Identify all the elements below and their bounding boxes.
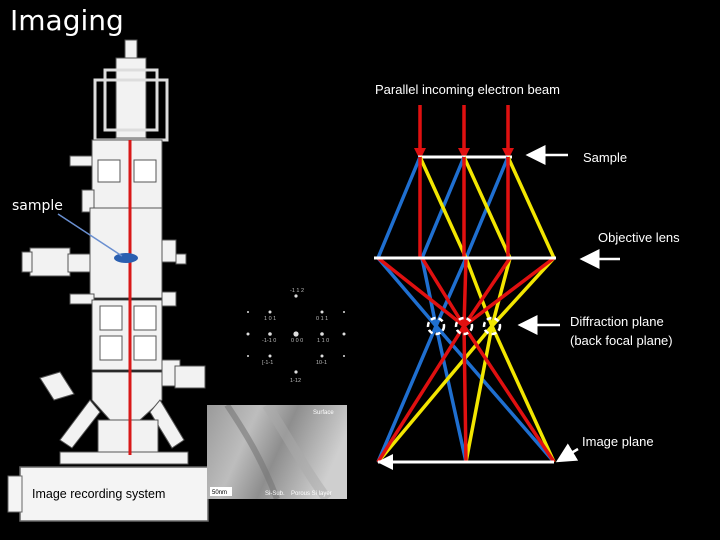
spot-label: 10-1 [316, 360, 327, 366]
micrograph-porous-label: Porous Si layer [291, 491, 332, 497]
spot-label: 1-12 [290, 378, 301, 384]
scale-bar [210, 487, 232, 496]
spot-label: -1 1 2 [290, 288, 304, 294]
slide-title: Imaging [10, 4, 124, 37]
side-port [174, 365, 206, 389]
tem-micrograph: Surface Si-Sub. Porous Si layer 50nm [207, 405, 347, 499]
gun-tip [124, 39, 138, 61]
base-plate [59, 451, 189, 465]
image-recording-label: Image recording system [32, 487, 165, 501]
spot-label: 1 1 0 [317, 338, 329, 344]
spot-label: [-1-1 [262, 360, 273, 366]
side-holder [29, 247, 71, 277]
image-plane-arrow [555, 443, 579, 463]
sample-label-left: sample [12, 198, 63, 214]
spot-label: 0 1 1 [316, 316, 328, 322]
red-rays [376, 157, 556, 463]
beam-label: Parallel incoming electron beam [375, 82, 560, 97]
spot-label: 1 0 1 [264, 316, 276, 322]
scale-bar-label: 50nm [212, 490, 227, 496]
diffraction-pattern: -1 1 2 1 0 1 0 1 1 -1-1 0 0 0 0 1 1 0 [-… [240, 278, 352, 386]
image-recording-box [19, 466, 209, 522]
image-plane-label: Image plane [582, 434, 654, 449]
ray-diagram: Parallel incoming electron beam Sample [374, 82, 680, 470]
sample-marker [114, 253, 138, 263]
objective-lens-label: Objective lens [598, 230, 680, 245]
diffraction-plane-label: Diffraction plane [570, 314, 664, 329]
yellow-rays [376, 156, 557, 464]
microscope-schematic: Image recording system [7, 39, 209, 522]
spot-label: -1-1 0 [262, 338, 276, 344]
micrograph-substrate-label: Si-Sub. [265, 491, 285, 497]
diffraction-spots [426, 316, 502, 336]
spot-label: 0 0 0 [291, 338, 303, 344]
micrograph-surface-label: Surface [313, 410, 334, 416]
sample-label-right: Sample [583, 150, 627, 165]
sample-pointer-line [57, 213, 123, 257]
back-focal-plane-label: (back focal plane) [570, 333, 673, 348]
